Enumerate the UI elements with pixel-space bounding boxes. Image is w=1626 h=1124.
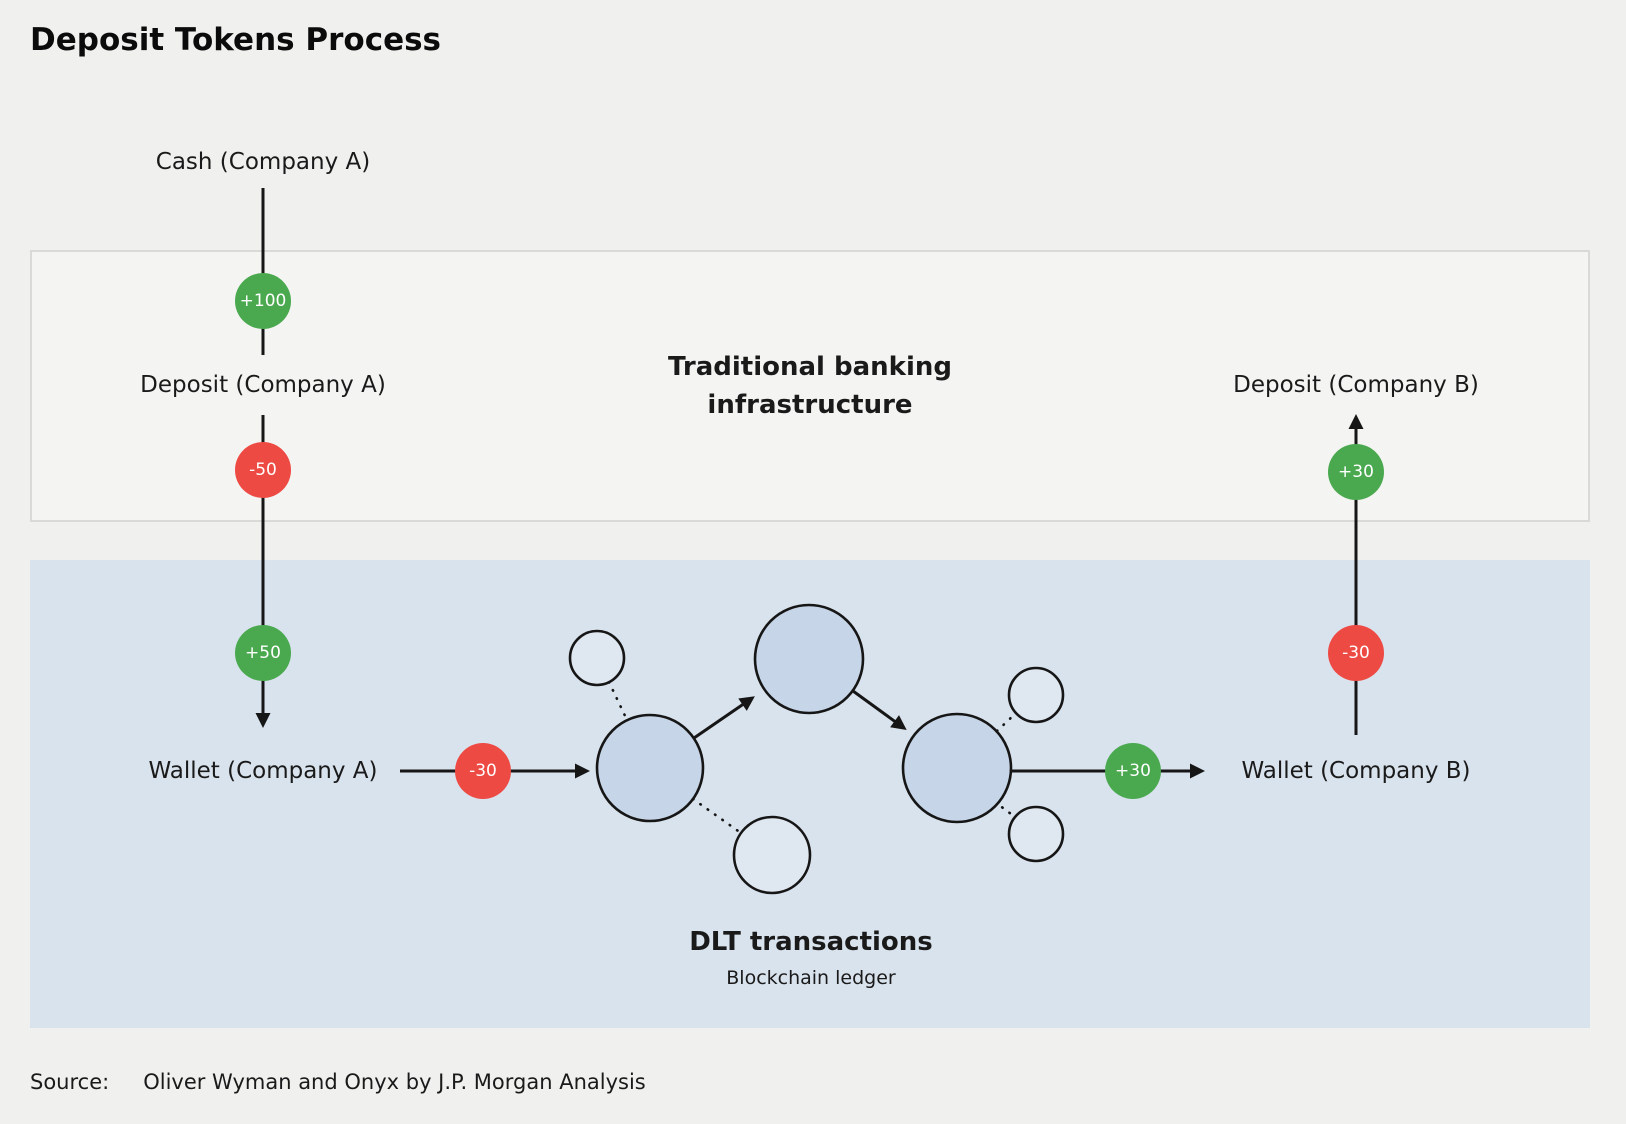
label-wallet-company-b: Wallet (Company B) xyxy=(1241,758,1471,784)
source-row: Source: Oliver Wyman and Onyx by J.P. Mo… xyxy=(30,1070,646,1094)
label-wallet-company-a: Wallet (Company A) xyxy=(148,758,378,784)
token-credit-30-dlt-to-wallet-b: +30 xyxy=(1105,743,1161,799)
label-cash-company-a: Cash (Company A) xyxy=(155,149,371,175)
token-credit-50-wallet-a: +50 xyxy=(235,625,291,681)
label-deposit-company-a: Deposit (Company A) xyxy=(140,372,386,398)
token-debit-50-deposit-a: -50 xyxy=(235,442,291,498)
dlt-transactions-heading: DLT transactions xyxy=(689,927,933,957)
traditional-banking-heading-line2: infrastructure xyxy=(707,390,913,420)
token-credit-30-deposit-b: +30 xyxy=(1328,444,1384,500)
label-deposit-company-b: Deposit (Company B) xyxy=(1233,372,1479,398)
page-title: Deposit Tokens Process xyxy=(30,22,441,58)
token-credit-100-cash-to-deposit: +100 xyxy=(235,273,291,329)
blockchain-ledger-subheading: Blockchain ledger xyxy=(726,967,896,989)
traditional-banking-heading-line1: Traditional banking xyxy=(668,352,952,382)
traditional-banking-heading: Traditional banking infrastructure xyxy=(668,348,952,424)
token-debit-30-wallet-a-to-dlt: -30 xyxy=(455,743,511,799)
source-text: Oliver Wyman and Onyx by J.P. Morgan Ana… xyxy=(143,1070,646,1094)
source-label: Source: xyxy=(30,1070,110,1094)
token-debit-30-wallet-b: -30 xyxy=(1328,625,1384,681)
